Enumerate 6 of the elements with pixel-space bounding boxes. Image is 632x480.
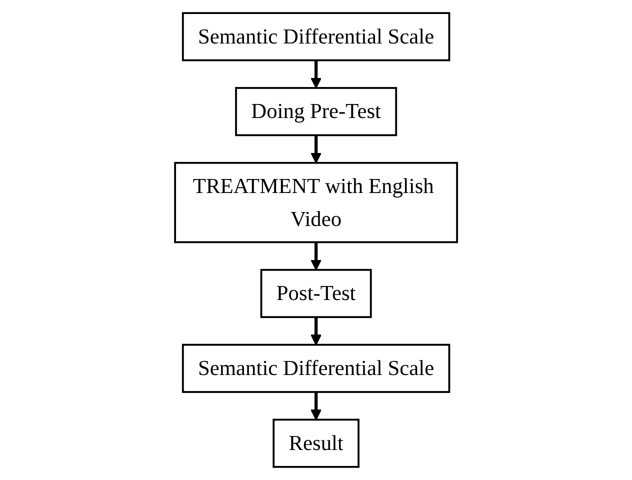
process-box: Post-Test — [260, 268, 372, 318]
process-box: Result — [272, 418, 360, 468]
process-box: Doing Pre-Test — [235, 87, 397, 136]
process-box: TREATMENT with English Video — [174, 162, 458, 244]
process-box: Semantic Differential Scale — [182, 12, 450, 62]
process-box: Semantic Differential Scale — [182, 344, 450, 393]
